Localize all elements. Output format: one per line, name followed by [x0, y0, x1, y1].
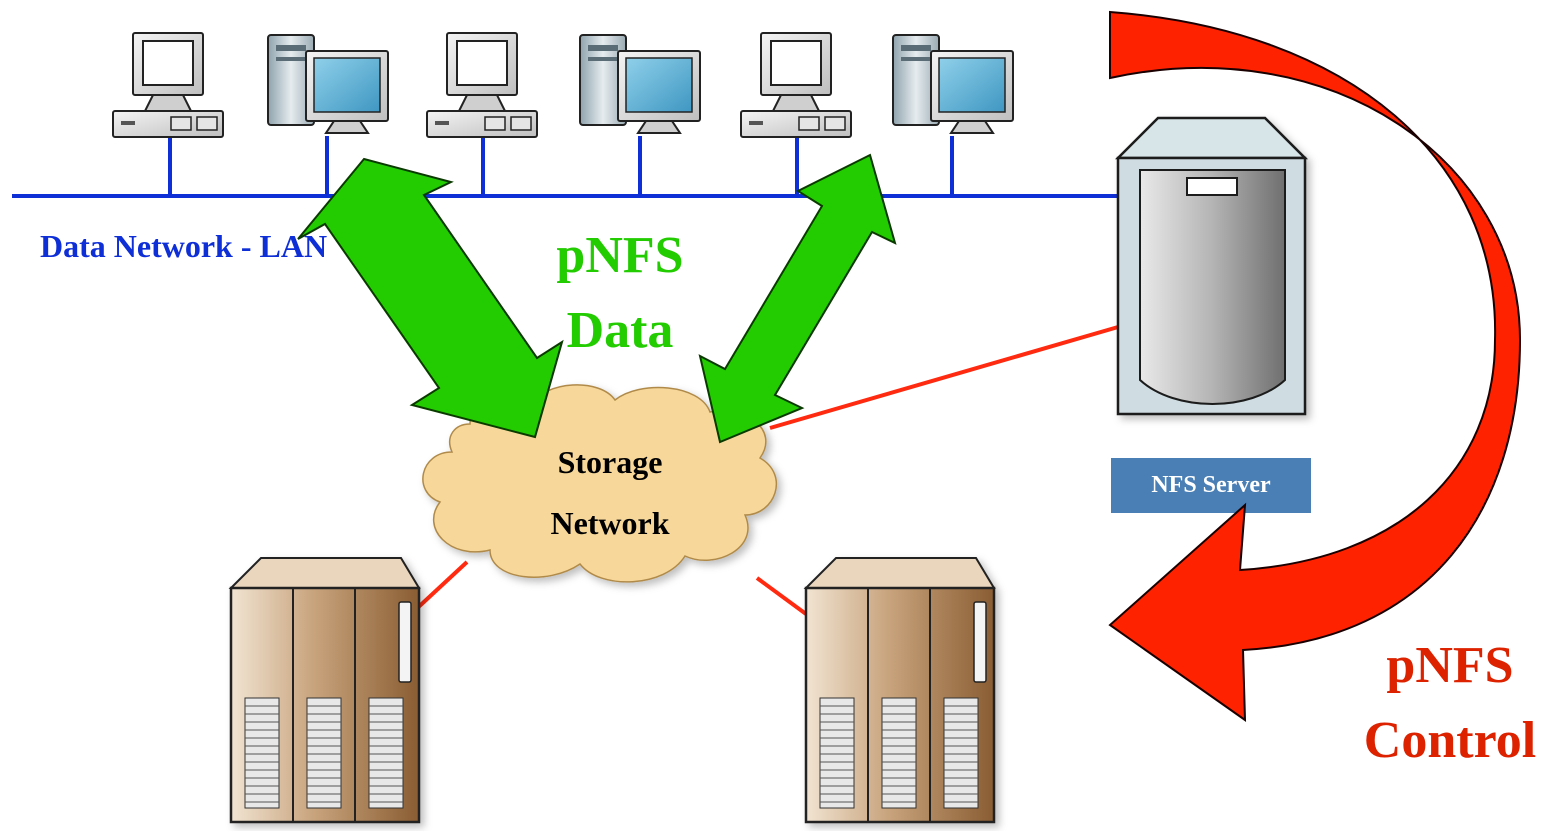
storage-line2: Network [550, 504, 670, 541]
client-tower-3-icon [892, 34, 1014, 134]
lan-label: Data Network - LAN [40, 228, 328, 264]
pnfs-data-line1: pNFS [556, 227, 684, 284]
storage-array-1-icon [229, 556, 421, 824]
client-desktop-3-icon [740, 32, 852, 138]
storage-array-2-icon [804, 556, 996, 824]
pnfs-data-arrow-right [698, 153, 897, 444]
pnfs-data-arrow-left [297, 157, 564, 439]
pnfs-data-label: pNFS Data [520, 218, 720, 369]
pnfs-control-arrow [1108, 10, 1522, 722]
nfs-server-label: NFS Server [1151, 472, 1271, 498]
client-desktop-1-icon [112, 32, 224, 138]
pnfs-control-line2: Control [1363, 712, 1537, 770]
pnfs-data-line2: Data [566, 302, 674, 360]
lan-bus [12, 136, 1120, 198]
client-tower-2-icon [579, 34, 701, 134]
nfs-server-label-bg [1111, 458, 1311, 513]
client-tower-1-icon [267, 34, 389, 134]
nfs-server-icon [1114, 116, 1309, 416]
storage-line1: Storage [557, 444, 663, 480]
storage-network-label: Storage Network [520, 432, 700, 554]
storage-network-cloud [422, 384, 778, 583]
pnfs-control-label: pNFS Control [1330, 628, 1567, 779]
client-desktop-2-icon [426, 32, 538, 138]
pnfs-control-line1: pNFS [1386, 637, 1514, 694]
storage-links [410, 323, 1126, 616]
